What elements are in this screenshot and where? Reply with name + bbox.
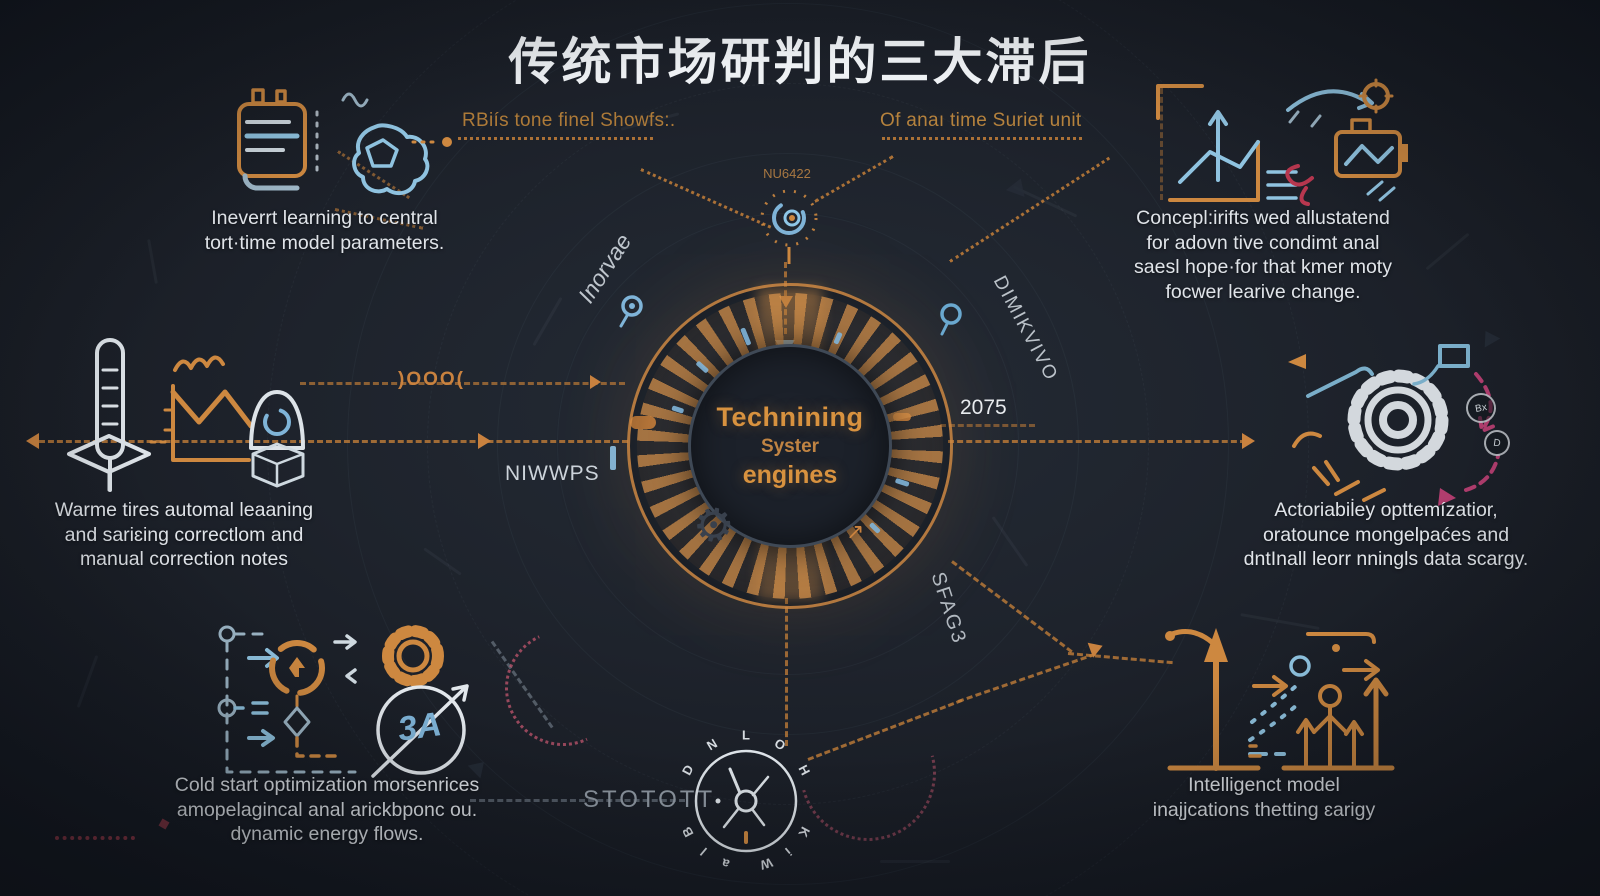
spiral-funnel-icon bbox=[760, 189, 818, 264]
red-dots-decoration bbox=[55, 836, 135, 840]
note-line: dntInall leorr nningls data scargy. bbox=[1243, 548, 1529, 570]
flowchart-gear-icons bbox=[217, 625, 469, 778]
note-line: Warme tires automal leaaning bbox=[54, 499, 314, 521]
compass-icon: D N L O H K i W B l a bbox=[679, 728, 813, 873]
hub-title-line2: Syster bbox=[760, 436, 820, 457]
note-bottom-right: Intelligenct model inaįjcations thetting… bbox=[1090, 773, 1438, 822]
central-hub: Technining Syster engines bbox=[627, 283, 953, 609]
chain-decoration: )OOO( bbox=[398, 369, 465, 390]
clipboard-brain-icons bbox=[237, 88, 452, 196]
note-line: focwer learive change. bbox=[1165, 280, 1361, 303]
note-mid-right: Actoriabil̇ey opttemízatior, oratounce m… bbox=[1212, 498, 1560, 572]
note-bottom-left: Cold start optimization morsenrices amop… bbox=[138, 773, 516, 847]
flow-label-right: Of anaı time Suriet unit bbox=[880, 110, 1082, 131]
background-mark bbox=[880, 860, 950, 863]
note-line: inaįjcations thetting ɛarigy bbox=[1152, 798, 1376, 821]
note-line: tort·time model parameters. bbox=[204, 231, 445, 254]
arrowhead-right-icon bbox=[590, 375, 601, 389]
flow-label-left: RBiís tone finel Showfs:. bbox=[462, 110, 676, 131]
gear-badge-label: 3A bbox=[395, 705, 444, 749]
note-mid-left: Warme tires automal leaaning and sariɛin… bbox=[18, 498, 350, 572]
arrowhead-left-icon bbox=[26, 433, 39, 449]
dotted-connector bbox=[458, 137, 653, 140]
dotted-connector bbox=[882, 137, 1082, 140]
gear-wrench-icons bbox=[1288, 344, 1500, 506]
note-line: Cold start optimization morsenrices bbox=[174, 774, 480, 796]
compass-letter: L bbox=[742, 727, 750, 743]
arrowhead-right-icon bbox=[478, 433, 491, 449]
arrowhead-right-icon bbox=[1242, 433, 1255, 449]
note-line: Ineverrt learning to central bbox=[211, 207, 438, 229]
trend-arrow-icon: ↗ bbox=[846, 520, 865, 545]
annotation-niwwps: NIWWPS bbox=[505, 462, 600, 485]
note-line: for adovn tive condimt anal bbox=[1146, 231, 1380, 254]
growth-arrows-icons bbox=[1165, 628, 1395, 771]
hub-title-line1: Technining bbox=[716, 402, 864, 432]
note-line: Concepl:irifts wed allustatend bbox=[1136, 207, 1390, 229]
note-line: manual correction notes bbox=[79, 548, 289, 570]
note-line: Intelligenct model bbox=[1188, 774, 1340, 796]
note-line: Actoriabil̇ey opttemízatior, bbox=[1274, 499, 1498, 521]
dashed-connector bbox=[940, 424, 1035, 427]
annotation-year: 2075 bbox=[960, 396, 1007, 419]
chart-battery-icons bbox=[1156, 78, 1408, 206]
note-top-left: Ineverrt learning to central tort·time m… bbox=[162, 206, 487, 255]
dashed-connector-vertical bbox=[785, 598, 788, 746]
note-line: oratounce mongelpaćes and bbox=[1262, 523, 1510, 546]
map-pin-icon bbox=[940, 303, 962, 336]
background-mark bbox=[147, 239, 158, 284]
note-line: dynamic energy flows. bbox=[230, 823, 424, 845]
note-top-right: Concepl:irifts wed allustatend for adovn… bbox=[1093, 206, 1433, 304]
blue-marker bbox=[610, 446, 616, 470]
note-line: amopelagincal anal arickbponc ou. bbox=[176, 798, 478, 821]
thermometer-chart-lock-icons bbox=[67, 338, 305, 492]
background-mark bbox=[76, 655, 99, 708]
hub-title-line3: engines bbox=[742, 461, 838, 489]
note-line: saesl hope·for that kmer moty bbox=[1134, 256, 1392, 278]
dashed-connector bbox=[948, 440, 1246, 443]
map-pin-icon bbox=[619, 295, 643, 328]
note-line: and sariɛing correctlom and bbox=[64, 523, 304, 546]
